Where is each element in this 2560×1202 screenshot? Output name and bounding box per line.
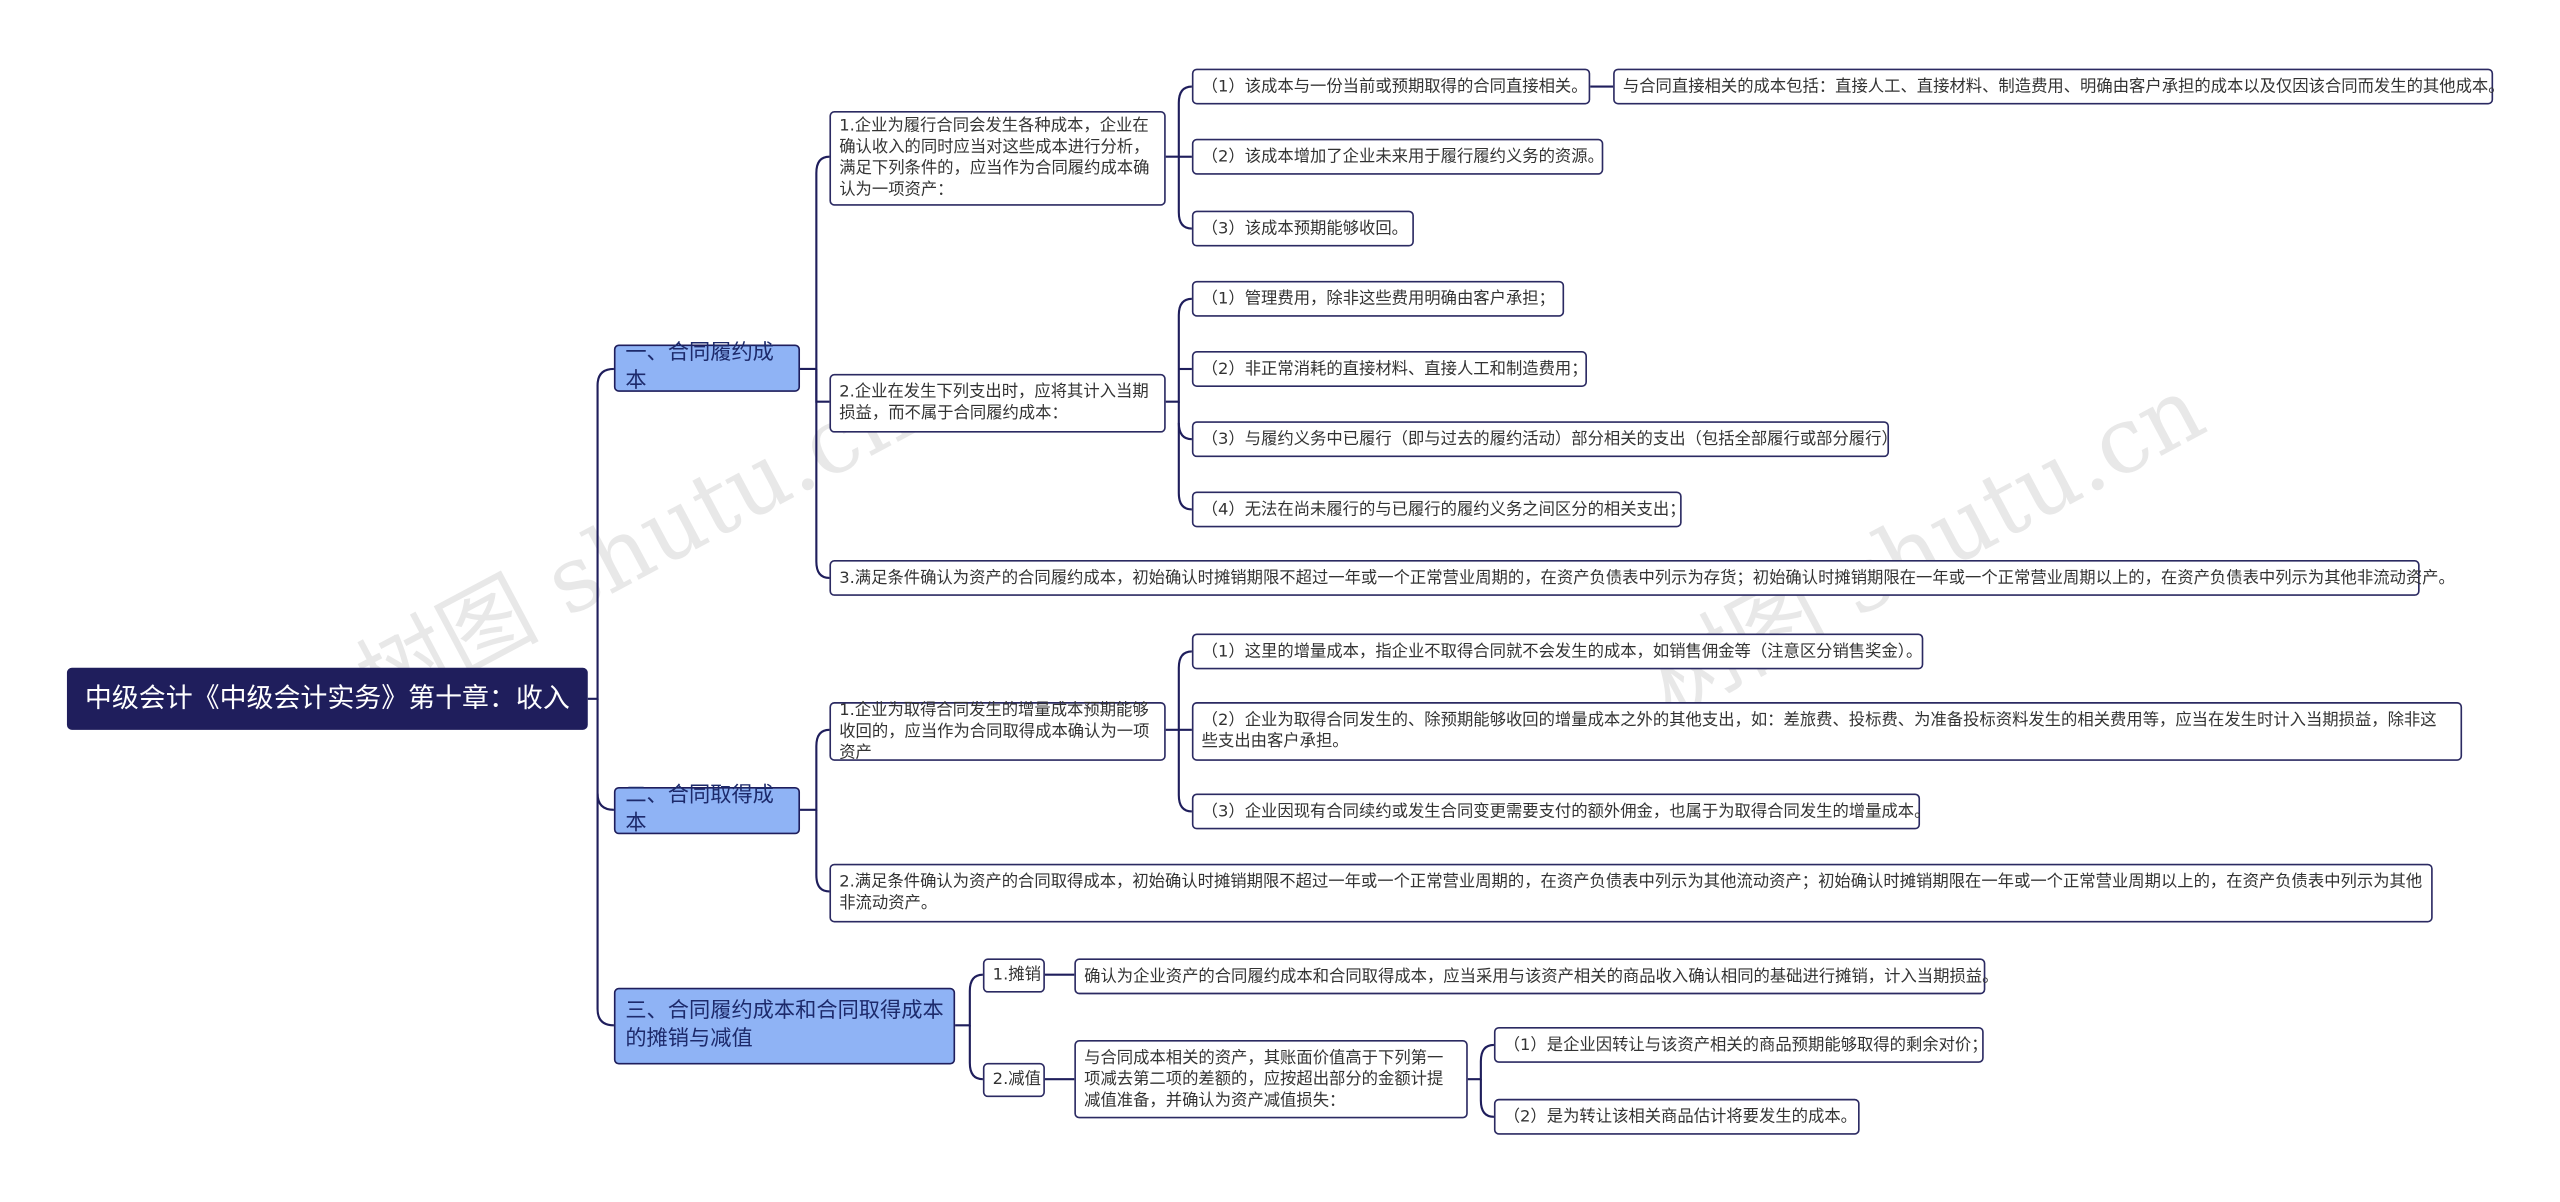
leaf-label: （1）该成本与一份当前或预期取得的合同直接相关。 [1201,77,1588,96]
root-topic-label: 中级会计《中级会计实务》第十章：收入 [84,682,570,714]
subtopic-s1-item3[interactable]: 3.满足条件确认为资产的合同履约成本，初始确认时摊销期限不超过一年或一个正常营业… [829,560,2455,596]
subtopic-label: 1.企业为取得合同发生的增量成本预期能够收回的，应当作为合同取得成本确认为一项资… [839,701,1150,762]
subtopic-label: 3.满足条件确认为资产的合同履约成本，初始确认时摊销期限不超过一年或一个正常营业… [839,568,2455,587]
subtopic-amortization[interactable]: 1.摊销 [982,958,1045,993]
topic-label: 一、合同履约成本 [625,340,774,393]
subtopic-label: 2.企业在发生下列支出时，应将其计入当期损益，而不属于合同履约成本： [839,383,1149,423]
leaf-label: 与合同成本相关的资产，其账面价值高于下列第一项减去第二项的差额的，应按超出部分的… [1084,1049,1444,1110]
root-topic[interactable]: 中级会计《中级会计实务》第十章：收入 [66,667,588,730]
leaf-label: （3）企业因现有合同续约或发生合同变更需要支付的额外佣金，也属于为取得合同发生的… [1201,802,1931,821]
topic-contract-acquisition-cost[interactable]: 二、合同取得成本 [613,783,801,835]
subtopic-label: 2.满足条件确认为资产的合同取得成本，初始确认时摊销期限不超过一年或一个正常营业… [839,873,2423,913]
leaf-s1-item1-c1[interactable]: （1）该成本与一份当前或预期取得的合同直接相关。 [1191,68,1591,105]
leaf-label: （2）该成本增加了企业未来用于履行履约义务的资源。 [1201,147,1604,166]
leaf-label: （2）是为转让该相关商品估计将要发生的成本。 [1503,1107,1857,1126]
leaf-label: （4）无法在尚未履行的与已履行的履约义务之间区分的相关支出； [1201,500,1686,519]
leaf-impairment-c1[interactable]: （1）是企业因转让与该资产相关的商品预期能够取得的剩余对价； [1493,1026,1988,1063]
leaf-label: （1）是企业因转让与该资产相关的商品预期能够取得的剩余对价； [1503,1035,1988,1054]
leaf-s1-item2-c4[interactable]: （4）无法在尚未履行的与已履行的履约义务之间区分的相关支出； [1191,491,1686,528]
subtopic-label: 2.减值 [992,1071,1041,1090]
leaf-s1-item2-c2[interactable]: （2）非正常消耗的直接材料、直接人工和制造费用； [1191,351,1588,387]
subtopic-label: 1.摊销 [992,966,1041,985]
leaf-s2-item1-c3[interactable]: （3）企业因现有合同续约或发生合同变更需要支付的额外佣金，也属于为取得合同发生的… [1191,793,1930,830]
leaf-label: （3）与履约义务中已履行（即与过去的履约活动）部分相关的支出（包括全部履行或部分… [1201,430,1898,449]
subtopic-label: 1.企业为履行合同会发生各种成本，企业在确认收入的同时应当对这些成本进行分析，满… [839,117,1150,200]
leaf-label: 与合同直接相关的成本包括：直接人工、直接材料、制造费用、明确由客户承担的成本以及… [1622,77,2505,96]
leaf-label: （1）这里的增量成本，指企业不取得合同就不会发生的成本，如销售佣金等（注意区分销… [1201,642,1923,661]
leaf-s1-item1-c3[interactable]: （3）该成本预期能够收回。 [1191,210,1414,247]
leaf-label: （1）管理费用，除非这些费用明确由客户承担； [1201,289,1555,308]
topic-label: 三、合同履约成本和合同取得成本的摊销与减值 [625,998,944,1051]
leaf-s2-item1-c2[interactable]: （2）企业为取得合同发生的、除预期能够收回的增量成本之外的其他支出，如：差旅费、… [1191,702,2463,761]
leaf-impairment-text[interactable]: 与合同成本相关的资产，其账面价值高于下列第一项减去第二项的差额的，应按超出部分的… [1074,1040,1468,1119]
subtopic-s1-item1[interactable]: 1.企业为履行合同会发生各种成本，企业在确认收入的同时应当对这些成本进行分析，满… [829,111,1166,206]
subtopic-impairment[interactable]: 2.减值 [982,1062,1045,1098]
leaf-s1-item1-c1-detail[interactable]: 与合同直接相关的成本包括：直接人工、直接材料、制造费用、明确由客户承担的成本以及… [1613,68,2505,105]
subtopic-s1-item2[interactable]: 2.企业在发生下列支出时，应将其计入当期损益，而不属于合同履约成本： [829,373,1166,433]
topic-amortization-impairment[interactable]: 三、合同履约成本和合同取得成本的摊销与减值 [613,987,956,1065]
leaf-s1-item2-c1[interactable]: （1）管理费用，除非这些费用明确由客户承担； [1191,280,1565,317]
leaf-amortization-text[interactable]: 确认为企业资产的合同履约成本和合同取得成本，应当采用与该资产相关的商品收入确认相… [1074,958,1998,995]
leaf-label: （2）企业为取得合同发生的、除预期能够收回的增量成本之外的其他支出，如：差旅费、… [1201,711,2437,752]
subtopic-s2-item2[interactable]: 2.满足条件确认为资产的合同取得成本，初始确认时摊销期限不超过一年或一个正常营业… [829,863,2433,923]
topic-contract-fulfillment-cost[interactable]: 一、合同履约成本 [613,341,801,393]
leaf-s1-item2-c3[interactable]: （3）与履约义务中已履行（即与过去的履约活动）部分相关的支出（包括全部履行或部分… [1191,421,1898,458]
leaf-s1-item1-c2[interactable]: （2）该成本增加了企业未来用于履行履约义务的资源。 [1191,138,1604,175]
leaf-label: 确认为企业资产的合同履约成本和合同取得成本，应当采用与该资产相关的商品收入确认相… [1084,967,1999,986]
topic-label: 二、合同取得成本 [625,783,774,836]
leaf-label: （2）非正常消耗的直接材料、直接人工和制造费用； [1201,360,1588,378]
leaf-label: （3）该成本预期能够收回。 [1201,219,1408,238]
leaf-impairment-c2[interactable]: （2）是为转让该相关商品估计将要发生的成本。 [1493,1098,1860,1135]
leaf-s2-item1-c1[interactable]: （1）这里的增量成本，指企业不取得合同就不会发生的成本，如销售佣金等（注意区分销… [1191,633,1924,670]
subtopic-s2-item1[interactable]: 1.企业为取得合同发生的增量成本预期能够收回的，应当作为合同取得成本确认为一项资… [829,701,1166,762]
